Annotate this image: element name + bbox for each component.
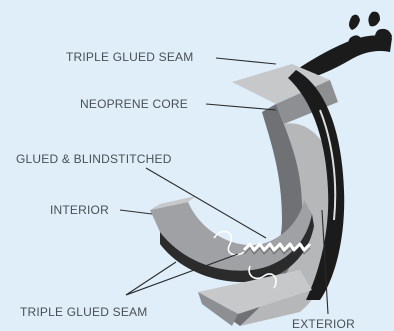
label-neoprene-core: NEOPRENE CORE (80, 97, 188, 111)
label-triple-glued-seam-top: TRIPLE GLUED SEAM (66, 50, 193, 64)
label-triple-glued-seam-bottom: TRIPLE GLUED SEAM (20, 305, 147, 319)
label-glued-blindstitched: GLUED & BLINDSTITCHED (16, 152, 172, 166)
label-exterior: EXTERIOR (292, 317, 355, 331)
label-interior: INTERIOR (50, 203, 109, 217)
